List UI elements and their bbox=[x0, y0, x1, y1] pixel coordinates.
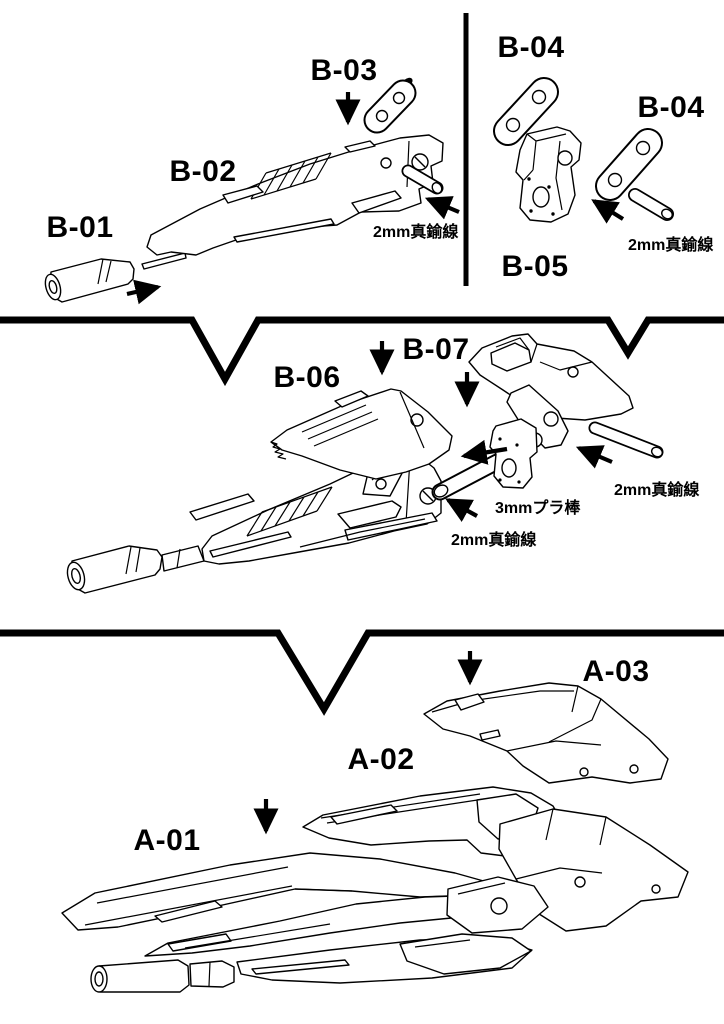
section-divider-bottom bbox=[0, 629, 724, 716]
part-label-b06: B-06 bbox=[273, 361, 341, 394]
pla-rod-drawing bbox=[431, 453, 506, 501]
part-label-a01: A-01 bbox=[133, 824, 201, 857]
part-b07-drawing bbox=[468, 333, 634, 489]
note-brass-mid-lower: 2mm真鍮線 bbox=[451, 532, 537, 549]
part-b04-right-drawing bbox=[595, 128, 663, 201]
part-label-b03: B-03 bbox=[310, 54, 378, 87]
part-label-b02: B-02 bbox=[169, 155, 237, 188]
brass-pin-drawing bbox=[628, 188, 674, 221]
note-brass-top-left: 2mm真鍮線 bbox=[373, 224, 459, 241]
arrow-brass-b05-icon bbox=[591, 199, 625, 224]
part-label-a02: A-02 bbox=[347, 743, 415, 776]
part-b05-drawing bbox=[515, 126, 582, 223]
part-label-b07: B-07 bbox=[402, 333, 470, 366]
part-b02-drawing bbox=[146, 134, 444, 256]
section-divider-top bbox=[0, 316, 724, 387]
arrow-left-pla-rod-icon bbox=[460, 439, 508, 465]
part-label-b05: B-05 bbox=[501, 250, 569, 283]
brass-rod-mid-drawing bbox=[588, 421, 664, 459]
arrow-brass-mid-lower-icon bbox=[445, 498, 479, 522]
part-b03-drawing bbox=[363, 77, 417, 134]
arrow-right-b01-icon bbox=[126, 279, 162, 305]
part-a03-drawing bbox=[423, 682, 669, 784]
part-label-b04-right: B-04 bbox=[637, 91, 705, 124]
part-label-b01: B-01 bbox=[46, 211, 114, 244]
note-brass-top-right: 2mm真鍮線 bbox=[628, 237, 714, 254]
part-a01-drawing bbox=[61, 808, 689, 993]
part-label-b04-top: B-04 bbox=[497, 31, 565, 64]
arrow-brass-b02-icon bbox=[424, 196, 460, 220]
arrow-brass-mid-right-icon bbox=[575, 445, 613, 469]
part-b01-drawing bbox=[44, 252, 187, 303]
note-pla-rod-mid: 3mmプラ棒 bbox=[495, 500, 581, 517]
part-b04-top-drawing bbox=[493, 77, 559, 146]
part-a02-drawing bbox=[302, 786, 561, 858]
part-label-a03: A-03 bbox=[582, 655, 650, 688]
part-b06-drawing bbox=[270, 388, 453, 480]
note-brass-mid-right: 2mm真鍮線 bbox=[614, 482, 700, 499]
